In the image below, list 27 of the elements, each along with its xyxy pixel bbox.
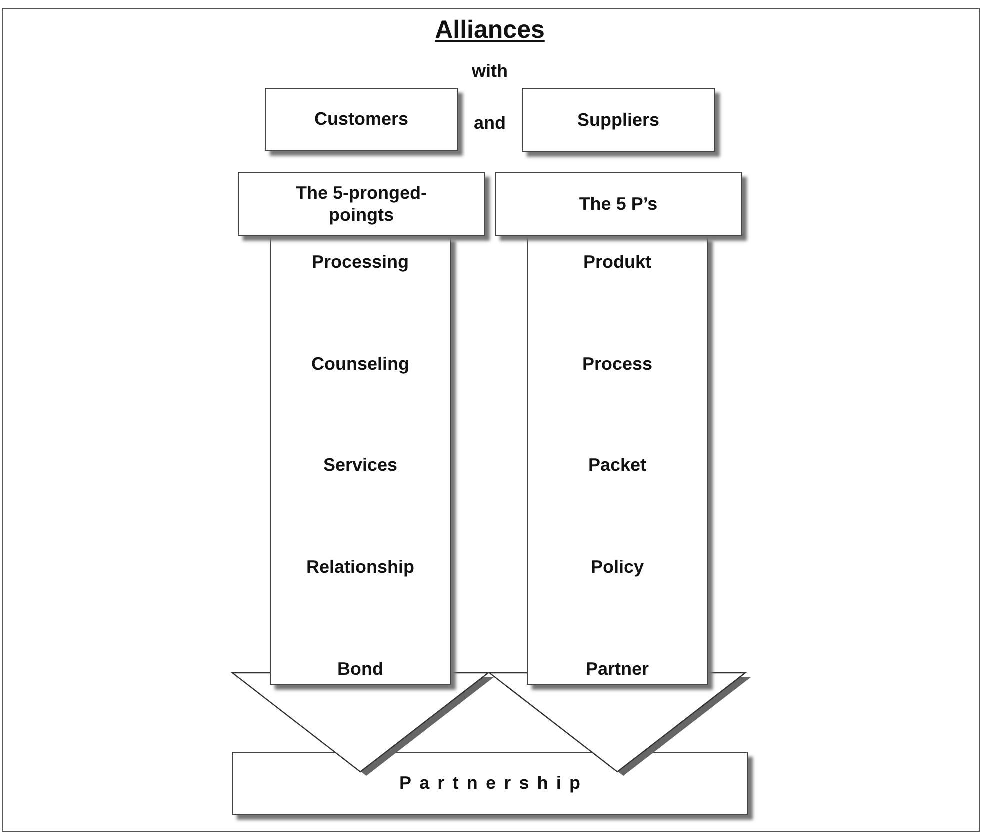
node-text: Packet — [588, 454, 647, 477]
node-text: Processing — [312, 251, 410, 274]
node-text: Customers — [314, 108, 409, 131]
connector-word: with — [472, 61, 508, 82]
node-text: Relationship — [306, 556, 414, 578]
label-box — [495, 172, 742, 236]
node-text: Policy — [590, 556, 644, 578]
block-arrow-head — [488, 672, 752, 777]
node-text: Bond — [338, 658, 384, 680]
node-text: Produkt — [583, 251, 652, 274]
block-arrow-head — [232, 672, 496, 777]
arrow-column — [270, 236, 451, 685]
node-text: Counseling — [312, 352, 410, 376]
node-text: Suppliers — [577, 108, 660, 132]
label-box — [238, 172, 485, 236]
node-text: The 5 P’s — [579, 192, 658, 216]
arrow-column — [527, 236, 708, 685]
label-box — [522, 88, 715, 152]
label-box — [232, 752, 748, 815]
connector-word: and — [474, 113, 506, 134]
diagram-title: Alliances — [435, 16, 545, 45]
node-text: Partnership — [399, 772, 589, 795]
label-box — [265, 88, 458, 151]
node-text: Services — [323, 454, 398, 477]
node-text: Process — [582, 352, 653, 376]
node-text: The 5-pronged-poingts — [295, 182, 428, 226]
node-text: Partner — [586, 658, 650, 680]
